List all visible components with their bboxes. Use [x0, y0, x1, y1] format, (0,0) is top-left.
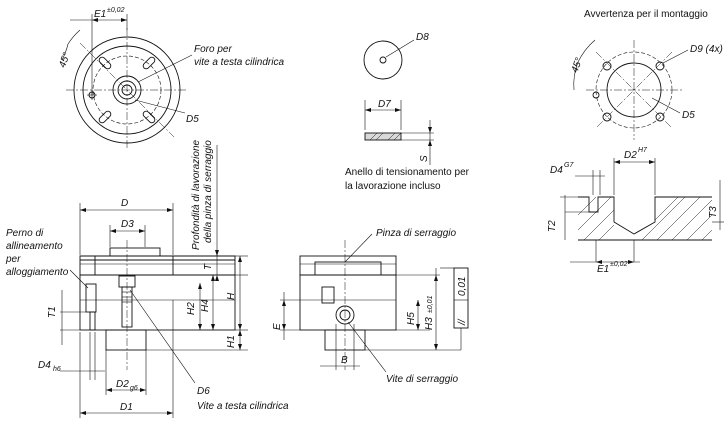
perno-label-1: Perno di [6, 228, 44, 239]
d8-label: D8 [416, 32, 429, 43]
angle-top-label: 45° [57, 51, 73, 69]
tol-frame-symbol: // [457, 318, 468, 326]
d5-right-label: D5 [682, 110, 695, 121]
h1-label: H1 [226, 335, 237, 348]
d9-label: D9 (4x) [690, 44, 723, 55]
h3-tol: ±0,01 [427, 295, 434, 313]
anello-label-2: la lavorazione incluso [345, 181, 441, 192]
ring-view [363, 39, 434, 165]
d5-top-label: D5 [186, 114, 199, 125]
h-label: H [226, 292, 237, 300]
d4-g7-label: D4 [550, 165, 563, 176]
s-label: S [419, 155, 430, 162]
t2-label: T2 [547, 220, 558, 232]
e1-top-label: E1 [94, 9, 106, 20]
front-view [60, 145, 248, 418]
foro-per-label-1: Foro per [194, 44, 232, 55]
h3-label: H3 [424, 317, 435, 330]
perno-label-3: per [5, 254, 21, 265]
tol-frame-value: 0,01 [457, 277, 468, 296]
d4-h6-label: D4 [38, 360, 51, 371]
anello-label-1: Anello di tensionamento per [345, 167, 470, 178]
perno-label-2: allineamento [6, 241, 63, 252]
d7-label: D7 [378, 99, 391, 110]
pinza-label: Pinza di serraggio [376, 228, 456, 239]
e1-top-tol: ±0,02 [107, 7, 125, 14]
h5-label: H5 [406, 312, 417, 325]
d2-h7-label: D2 [624, 150, 637, 161]
foro-per-label-2: vite a testa cilindrica [194, 57, 284, 68]
side-view [280, 233, 469, 373]
e-label: E [272, 323, 283, 330]
h2-label: H2 [186, 302, 197, 315]
profondita-label-2: della pinza di serraggio [203, 140, 214, 243]
b-label: B [341, 355, 348, 366]
d-label: D [121, 198, 128, 209]
profondita-label-1: Profondità di lavorazione [191, 139, 202, 250]
d2-h7-sup: H7 [638, 147, 648, 154]
mounting-plan-view [573, 39, 689, 140]
vite-serraggio-label: Vite di serraggio [386, 374, 459, 385]
e1-right-tol: ±0,02 [610, 261, 628, 268]
t3-label: T3 [708, 206, 719, 218]
t-label: T [203, 263, 214, 270]
angle-right-label: 45° [570, 56, 586, 74]
mounting-section [560, 158, 724, 264]
d1-label: D1 [120, 402, 133, 413]
avvertenza-title: Avvertenza per il montaggio [584, 9, 708, 20]
d4-h6-sub: h6 [53, 366, 61, 373]
h4-label: H4 [200, 299, 211, 312]
e1-right-label: E1 [597, 264, 609, 275]
top-view [61, 14, 193, 150]
d2-g6-sub: g6 [130, 385, 138, 392]
vite-testa-label: Vite a testa cilindrica [197, 401, 289, 412]
d2-g6-label: D2 [116, 379, 129, 390]
d6-label: D6 [197, 386, 210, 397]
d4-g7-sup: G7 [564, 162, 574, 169]
d3-label: D3 [121, 219, 134, 230]
perno-label-4: alloggiamento [6, 267, 69, 278]
t1-label: T1 [47, 306, 58, 318]
